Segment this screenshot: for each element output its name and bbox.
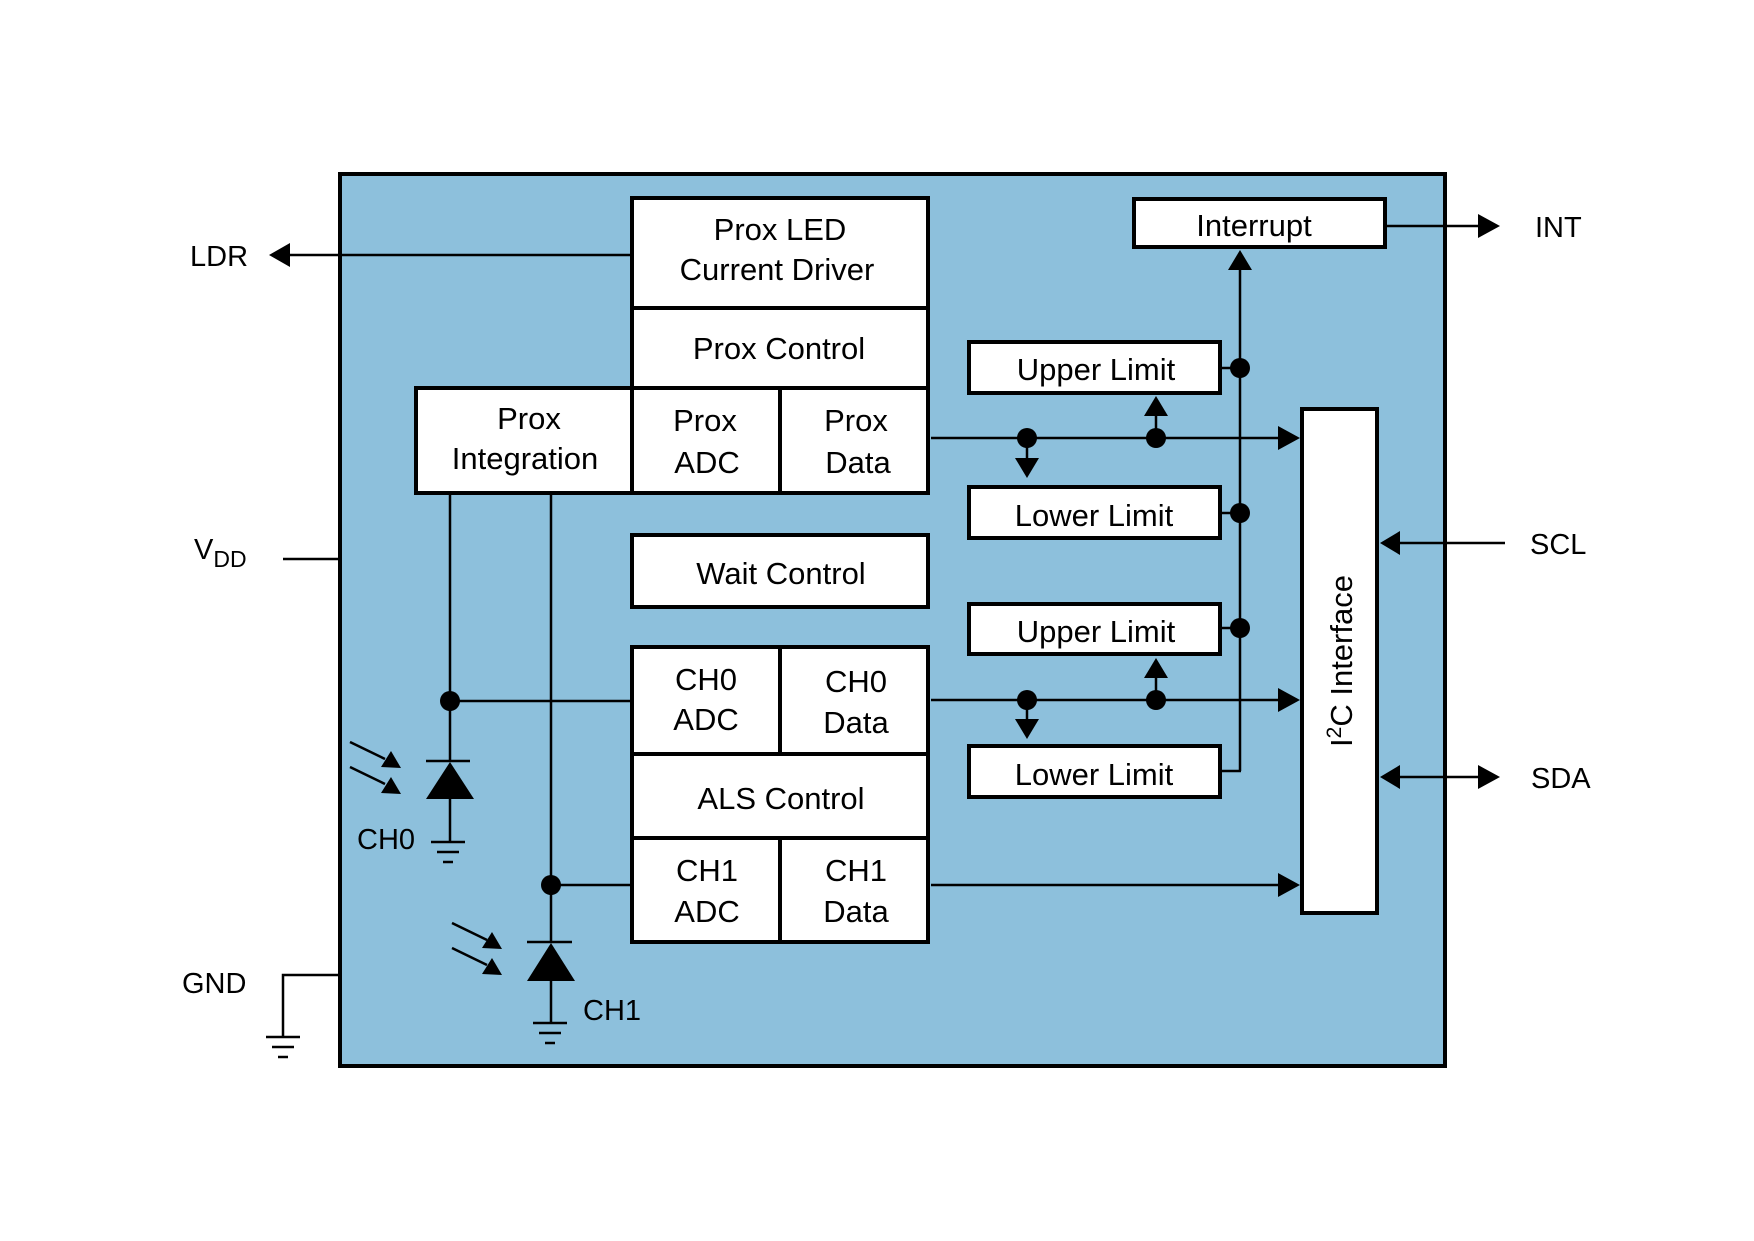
wait-control-block: Wait Control <box>630 533 930 609</box>
sda-arrow-in-icon <box>1380 765 1400 789</box>
ldr-pin: LDR <box>190 241 630 273</box>
svg-text:CH1: CH1 <box>825 853 887 888</box>
als-upper-limit-block: Upper Limit <box>967 602 1222 656</box>
int-pin: INT <box>1385 212 1582 244</box>
ch0-data-bus <box>931 658 1300 739</box>
svg-text:CH0: CH0 <box>825 664 887 699</box>
prox-data-bus <box>931 396 1300 478</box>
vdd-label-sub: DD <box>213 546 246 572</box>
i2c-label-suffix: C Interface <box>1324 575 1359 727</box>
svg-text:ALS Control: ALS Control <box>697 781 864 816</box>
svg-text:Prox Control: Prox Control <box>693 331 865 366</box>
svg-text:Prox: Prox <box>824 403 888 438</box>
prox-data-block: Prox Data <box>778 386 930 495</box>
vdd-pin: VDD <box>194 534 340 572</box>
prox-led-driver-block: Prox LED Current Driver <box>630 196 930 310</box>
i2c-interface-block: I2C Interface <box>1300 407 1379 915</box>
gnd-label: GND <box>182 968 246 1000</box>
svg-text:Data: Data <box>825 445 891 480</box>
interrupt-block: Interrupt <box>1132 197 1387 249</box>
ch1-photodiode-label: CH1 <box>583 995 641 1027</box>
svg-text:Lower Limit: Lower Limit <box>1015 757 1174 792</box>
svg-text:Prox: Prox <box>497 401 561 436</box>
ch1-junction-dot <box>541 875 561 895</box>
svg-text:ADC: ADC <box>674 894 739 929</box>
prox-integration-block: Prox Integration <box>414 386 634 495</box>
als-lower-limit-block: Lower Limit <box>967 744 1222 799</box>
ch0-photodiode-icon <box>349 740 474 864</box>
svg-text:Data: Data <box>823 894 889 929</box>
vdd-label-main: V <box>194 534 214 566</box>
ground-icon <box>266 1035 300 1059</box>
ch0-photodiode-label: CH0 <box>357 824 415 856</box>
svg-text:Prox: Prox <box>673 403 737 438</box>
ch0-adc-block: CH0 ADC <box>630 645 782 756</box>
prox-upper-limit-block: Upper Limit <box>967 340 1222 395</box>
ch0-junction-dot <box>440 691 460 711</box>
svg-text:Lower Limit: Lower Limit <box>1015 498 1174 533</box>
als-control-block: ALS Control <box>630 752 930 840</box>
prox-control-block: Prox Control <box>630 306 930 390</box>
svg-text:Wait Control: Wait Control <box>696 556 865 591</box>
ch1-data-block: CH1 Data <box>778 836 930 944</box>
svg-text:Prox LED: Prox LED <box>714 212 847 247</box>
sda-arrow-out-icon <box>1478 765 1500 789</box>
sda-pin: SDA <box>1380 763 1591 795</box>
svg-text:Interrupt: Interrupt <box>1196 208 1312 243</box>
svg-text:Data: Data <box>823 705 889 740</box>
ch0-data-block: CH0 Data <box>778 645 930 756</box>
svg-text:I2C Interface: I2C Interface <box>1323 575 1359 747</box>
svg-text:Current Driver: Current Driver <box>680 252 875 287</box>
svg-text:CH1: CH1 <box>676 853 738 888</box>
i2c-label-sup: 2 <box>1323 727 1346 739</box>
svg-text:ADC: ADC <box>673 702 738 737</box>
i2c-label-prefix: I <box>1324 738 1359 747</box>
gnd-pin: GND <box>182 968 340 1059</box>
ldr-arrow-icon <box>269 243 290 267</box>
vdd-label: VDD <box>194 534 247 572</box>
prox-lower-limit-block: Lower Limit <box>967 485 1222 540</box>
sda-label: SDA <box>1531 763 1591 795</box>
ch1-data-bus <box>931 873 1300 897</box>
ch1-adc-block: CH1 ADC <box>630 836 782 944</box>
prox-adc-block: Prox ADC <box>630 386 782 495</box>
svg-text:Integration: Integration <box>452 441 599 476</box>
scl-label: SCL <box>1530 529 1586 561</box>
ch1-photodiode-icon <box>451 921 575 1045</box>
scl-pin: SCL <box>1380 529 1586 561</box>
svg-text:ADC: ADC <box>674 445 739 480</box>
int-arrow-icon <box>1478 214 1500 238</box>
svg-text:Upper Limit: Upper Limit <box>1017 614 1176 649</box>
ldr-label: LDR <box>190 241 248 273</box>
svg-text:CH0: CH0 <box>675 662 737 697</box>
svg-text:Upper Limit: Upper Limit <box>1017 352 1176 387</box>
scl-arrow-icon <box>1380 531 1400 555</box>
int-label: INT <box>1535 212 1582 244</box>
